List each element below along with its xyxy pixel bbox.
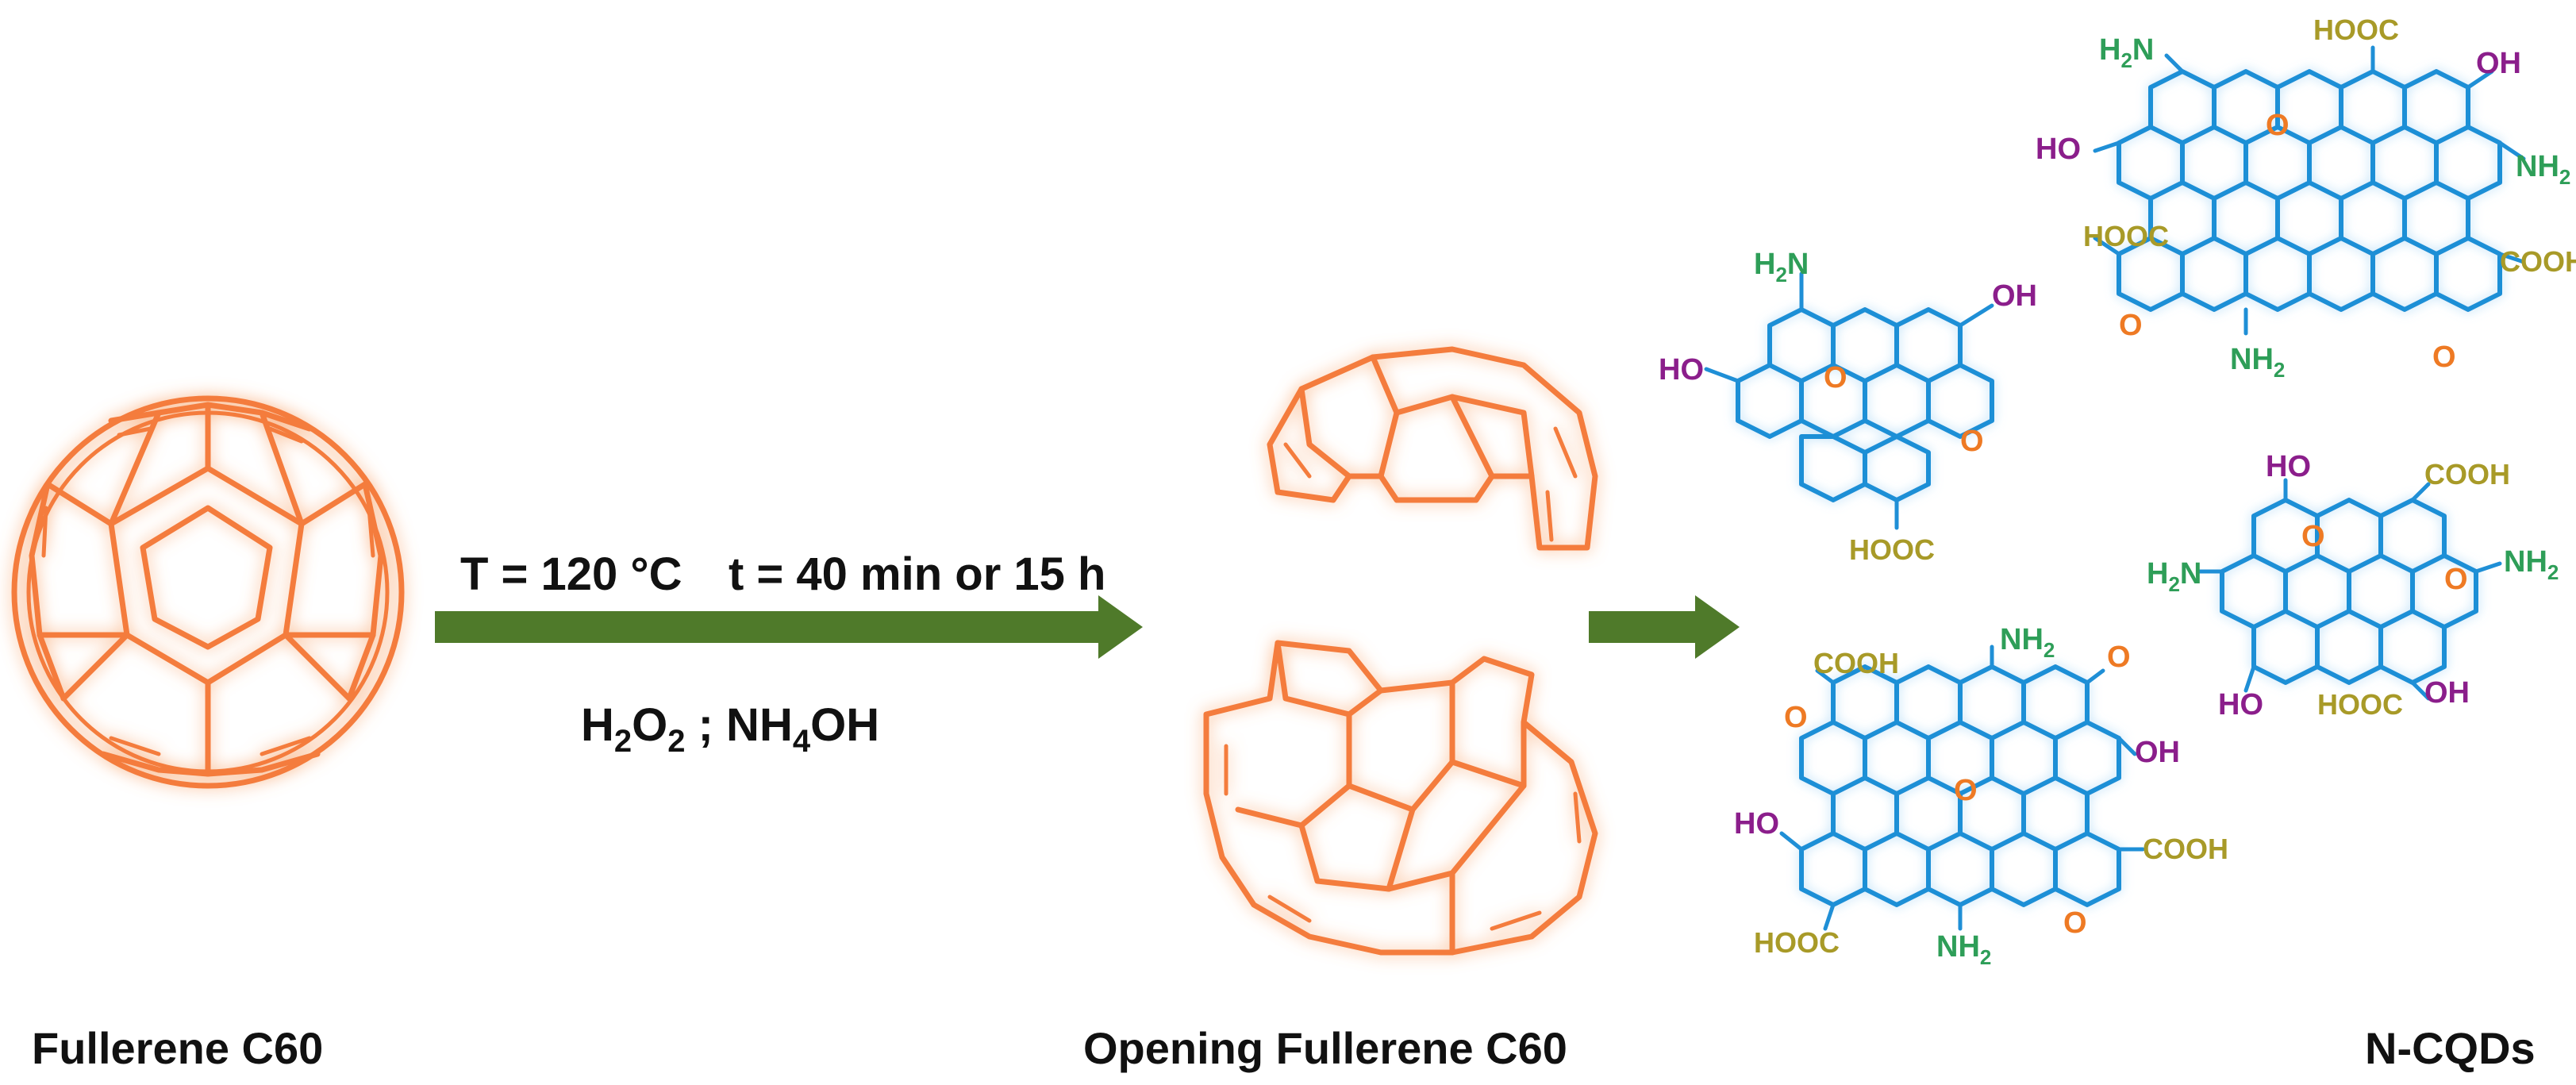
epoxide-label: O bbox=[1824, 361, 1847, 394]
amine-label: NH2 bbox=[2504, 545, 2559, 584]
epoxide-label: O bbox=[2266, 109, 2290, 142]
caption-fullerene: Fullerene C60 bbox=[32, 1023, 323, 1073]
carboxyl-label: HOOC bbox=[2317, 688, 2403, 721]
opened-fullerene-bottom-fragment bbox=[1203, 640, 1598, 956]
epoxide-label: O bbox=[2107, 641, 2131, 674]
epoxide-label: O bbox=[2063, 906, 2087, 940]
carboxyl-label: HOOC bbox=[1849, 533, 1935, 566]
caption-ncqds: N-CQDs bbox=[2365, 1023, 2536, 1073]
amine-label: NH2 bbox=[2000, 623, 2055, 662]
ncqd-structure-medium bbox=[2196, 478, 2502, 701]
epoxide-label: O bbox=[2444, 563, 2468, 596]
epoxide-label: O bbox=[1784, 701, 1808, 734]
hydroxyl-label: HO bbox=[2266, 450, 2311, 483]
epoxide-label: O bbox=[2301, 520, 2325, 553]
hydroxyl-label: OH bbox=[2135, 736, 2180, 769]
amine-label: H2N bbox=[2147, 557, 2201, 596]
reagents-label: H2O2 ; NH4OH bbox=[581, 699, 879, 759]
hydroxyl-label: OH bbox=[1992, 279, 2037, 313]
epoxide-label: O bbox=[2432, 341, 2456, 374]
time-condition: t = 40 min or 15 h bbox=[729, 548, 1105, 600]
second-arrow bbox=[1589, 595, 1740, 659]
caption-opening-fullerene: Opening Fullerene C60 bbox=[1083, 1023, 1567, 1073]
amine-label: H2N bbox=[2099, 33, 2154, 72]
epoxide-label: O bbox=[2119, 309, 2143, 342]
carboxyl-label: COOH bbox=[2143, 833, 2228, 865]
carboxyl-label: HOOC bbox=[2313, 13, 2399, 46]
opened-fullerene-top-fragment bbox=[1267, 346, 1598, 551]
reaction-arrow bbox=[435, 595, 1143, 659]
ncqd-structure-lattice bbox=[1779, 644, 2145, 931]
hydroxyl-label: HO bbox=[2218, 688, 2263, 721]
ncqd-structure-small bbox=[1704, 271, 1994, 530]
hydroxyl-label: HO bbox=[1659, 353, 1704, 387]
fullerene-c60-molecule bbox=[11, 395, 405, 789]
hydroxyl-label: HO bbox=[1734, 807, 1779, 841]
epoxide-label: O bbox=[1954, 774, 1978, 807]
epoxide-label: O bbox=[1960, 425, 1984, 458]
carboxyl-label: COOH bbox=[2424, 458, 2510, 491]
carboxyl-label: COOH bbox=[1813, 647, 1899, 679]
hydroxyl-label: HO bbox=[2036, 133, 2081, 166]
temperature-condition: T = 120 °C bbox=[460, 548, 682, 600]
hydroxyl-label: OH bbox=[2476, 47, 2521, 80]
amine-label: NH2 bbox=[2516, 150, 2570, 189]
hydroxyl-label: OH bbox=[2424, 676, 2470, 710]
carboxyl-label: COOH bbox=[2500, 245, 2576, 278]
carboxyl-label: HOOC bbox=[2083, 220, 2169, 252]
ncqd-structure-large bbox=[2093, 45, 2526, 336]
amine-label: NH2 bbox=[1936, 930, 1991, 969]
carboxyl-label: HOOC bbox=[1754, 926, 1840, 959]
amine-label: H2N bbox=[1754, 248, 1809, 287]
amine-label: NH2 bbox=[2230, 343, 2285, 382]
